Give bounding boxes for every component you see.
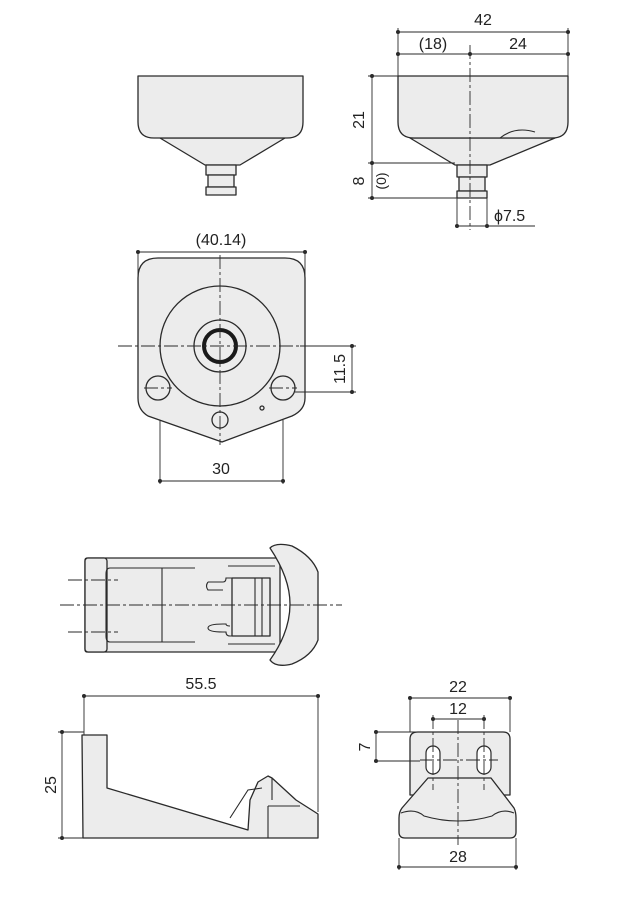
dim-side-length: 55.5 bbox=[185, 676, 216, 693]
bracket-front-view bbox=[374, 696, 518, 870]
dim-top-left-ref: (18) bbox=[419, 36, 447, 53]
dim-base-width: 28 bbox=[449, 849, 467, 866]
dim-top-width: 42 bbox=[474, 12, 492, 29]
front-view bbox=[137, 75, 304, 196]
dim-stem-ref: (0) bbox=[373, 172, 389, 189]
dim-slot-spacing: 12 bbox=[449, 701, 467, 718]
dim-slot-offset: 7 bbox=[357, 742, 374, 751]
dim-body-height: 21 bbox=[351, 111, 368, 129]
plan-view bbox=[118, 250, 356, 484]
dim-side-height: 25 bbox=[43, 776, 60, 794]
dim-plan-width: (40.14) bbox=[196, 232, 247, 249]
side-view bbox=[368, 28, 570, 230]
dim-stem-diameter: ϕ7.5 bbox=[494, 208, 525, 225]
dim-top-right: 24 bbox=[509, 36, 527, 53]
dim-plan-offset: 11.5 bbox=[332, 354, 349, 384]
dim-hole-spacing: 30 bbox=[212, 461, 230, 478]
dim-stem-height: 8 bbox=[351, 176, 368, 185]
dim-bracket-width: 22 bbox=[449, 679, 467, 696]
bracket-side-view bbox=[58, 694, 320, 840]
bracket-top-view bbox=[60, 543, 342, 666]
